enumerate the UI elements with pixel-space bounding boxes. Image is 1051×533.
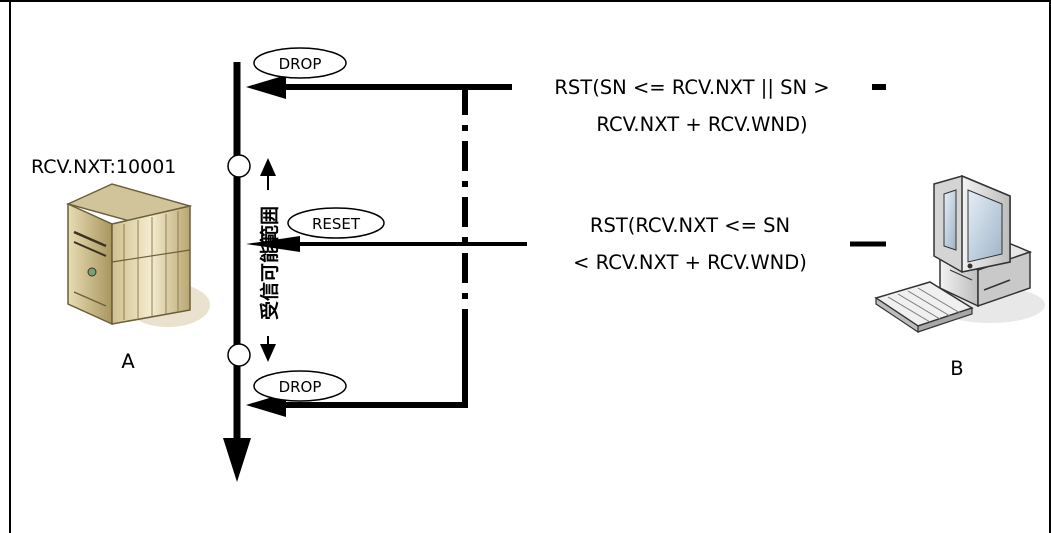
server-icon [68, 184, 210, 327]
rst-middle-line2: < RCV.NXT + RCV.WND) [573, 251, 807, 274]
rst-top-line1: RST(SN <= RCV.NXT || SN > [554, 76, 829, 99]
host-a-timeline [223, 62, 251, 482]
receive-window-label: 受信可能範囲 [258, 206, 281, 320]
drop-tag-top: DROP [254, 48, 346, 78]
drop-tag-top-text: DROP [279, 55, 322, 73]
window-end-marker [228, 344, 250, 366]
reset-tag: RESET [288, 208, 384, 238]
drop-tag-bottom: DROP [254, 371, 346, 401]
rst-middle-line1: RST(RCV.NXT <= SN [590, 214, 790, 237]
drop-tag-bottom-text: DROP [279, 378, 322, 396]
host-a-label: A [121, 350, 135, 373]
reset-tag-text: RESET [312, 215, 361, 233]
rst-top-line2: RCV.NXT + RCV.WND) [596, 113, 807, 136]
rcv-nxt-marker [228, 155, 250, 177]
host-b-label: B [950, 357, 963, 380]
rcv-nxt-label: RCV.NXT:10001 [31, 156, 176, 178]
computer-icon [876, 176, 1045, 332]
